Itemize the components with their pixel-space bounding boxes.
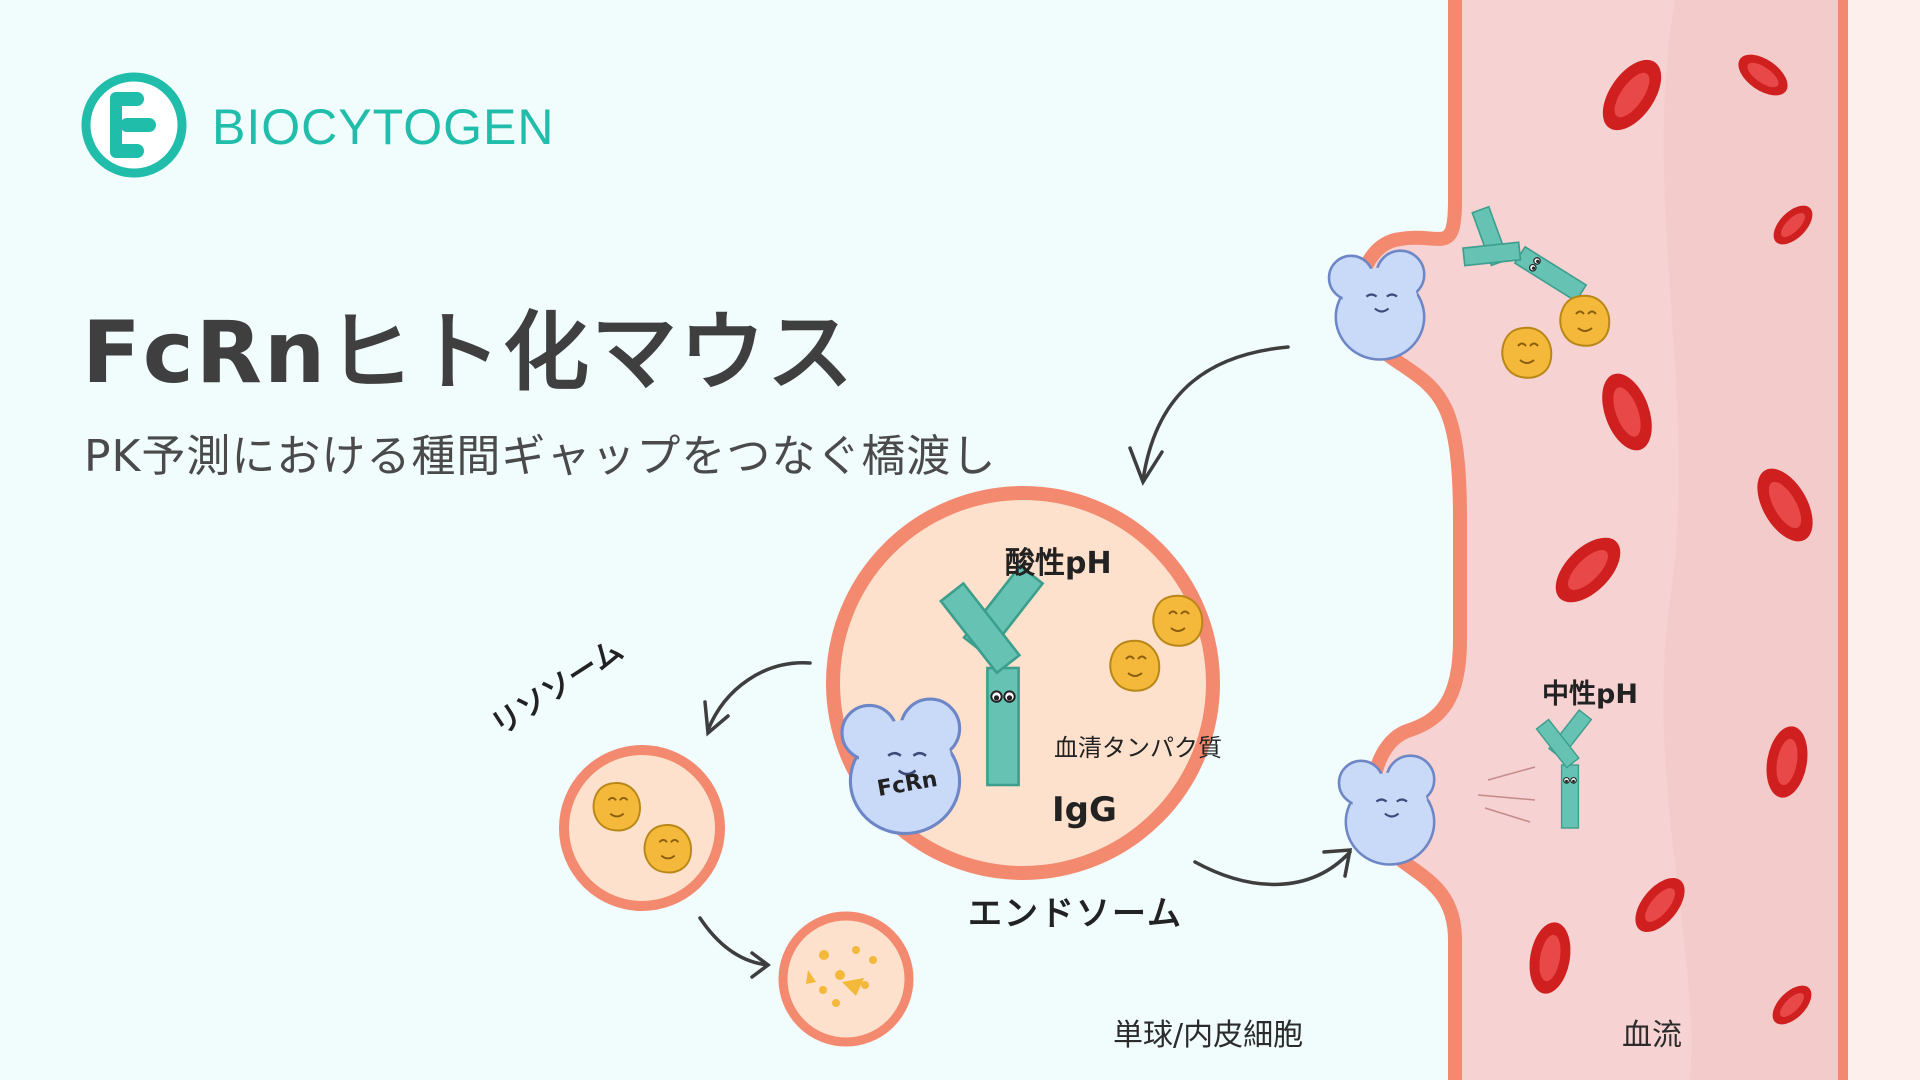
- endosome: [826, 486, 1220, 880]
- cell-label: 単球/内皮細胞: [1113, 1018, 1304, 1053]
- igg-label: IgG: [1052, 790, 1117, 830]
- motion-lines: [1477, 766, 1536, 823]
- serum-protein-label: 血清タンパク質: [1054, 734, 1222, 762]
- page-title: FcRnヒト化マウス: [82, 303, 856, 403]
- fcrn-mouse-bottom: [1337, 754, 1436, 866]
- serum-protein: [1559, 294, 1611, 347]
- neutral-ph-label: 中性pH: [1542, 679, 1638, 710]
- page-subtitle: PK予測における種間ギャップをつなぐ橋渡し: [84, 431, 997, 482]
- blood-label: 血流: [1622, 1018, 1682, 1053]
- lysosome: [559, 745, 725, 911]
- biocytogen-logo-icon: [81, 72, 187, 178]
- brand-name: BIOCYTOGEN: [212, 99, 555, 155]
- degraded-lysosome: [778, 911, 914, 1047]
- endosome-label: エンドソーム: [968, 894, 1183, 934]
- acidic-ph-label: 酸性pH: [1005, 546, 1112, 581]
- fcrn-mouse-top: [1327, 249, 1426, 361]
- blood-vessel: [1353, 0, 1920, 1080]
- flow-arrows: [698, 345, 1353, 979]
- serum-protein: [1501, 326, 1553, 379]
